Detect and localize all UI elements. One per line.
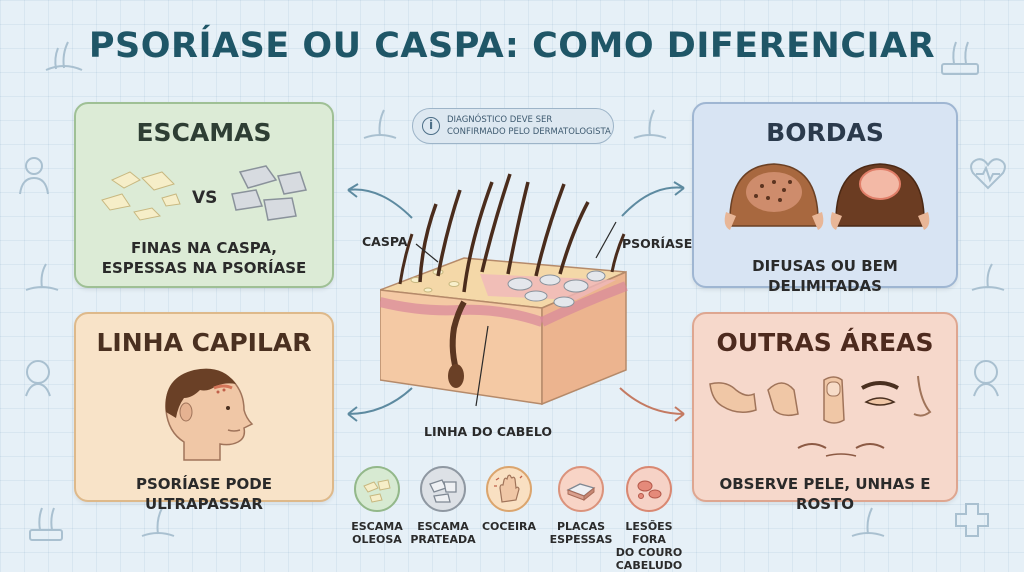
scalp-borders-icon — [724, 163, 930, 230]
legend-item-coceira: COCEIRA — [474, 466, 544, 533]
card-linha-capilar: LINHA CAPILAR PSORÍASE PODE ULTRAPASSAR — [74, 312, 334, 513]
hair-follicle-icon — [851, 507, 885, 537]
hair-follicle-icon — [363, 109, 397, 139]
card-title: LINHA CAPILAR — [96, 328, 312, 357]
card-bordas: BORDAS DIFUSAS OU BEM DELIMITADAS — [692, 102, 958, 295]
page-title: PSORÍASE OU CASPA: COMO DIFERENCIAR — [88, 26, 936, 66]
card-caption-line-2: ESPESSAS NA PSORÍASE — [101, 259, 307, 277]
hair-follicle-icon — [633, 109, 667, 139]
legend-label-line-1: PLACAS — [556, 520, 606, 533]
oily-scale-icon — [354, 466, 400, 512]
thick-plaque-icon — [558, 466, 604, 512]
lesion-icon — [626, 466, 672, 512]
scales-comparison-icon — [101, 165, 307, 221]
cross-icon — [955, 503, 989, 537]
legend-label-line-1: ESCAMA — [417, 520, 469, 533]
label-caspa: CASPA — [362, 234, 408, 249]
legend-item-placas-espessas: PLACAS ESPESSAS — [546, 466, 616, 546]
arrow-to-outras-areas — [619, 387, 685, 422]
card-escamas: ESCAMAS VS FINAS NA CASPA, ESPESSAS NA P… — [74, 102, 334, 288]
legend-label-line-2: DO COURO — [615, 546, 683, 559]
body-areas-icon — [709, 375, 932, 457]
itch-hand-icon — [486, 466, 532, 512]
arrow-to-bordas — [621, 181, 685, 217]
hair-follicle-icon — [25, 263, 59, 291]
arrow-to-linha-capilar — [347, 387, 413, 422]
info-icon: i — [422, 117, 440, 135]
card-caption: OBSERVE PELE, UNHAS E ROSTO — [719, 475, 931, 513]
hair-follicle-icon — [29, 507, 63, 541]
hair-follicle-icon — [941, 41, 979, 75]
note-text: DIAGNÓSTICO DEVE SER CONFIRMADO PELO DER… — [447, 115, 611, 137]
card-title: ESCAMAS — [136, 118, 272, 147]
legend-label-line-2: OLEOSA — [352, 533, 402, 546]
legend-item-escama-prateada: ESCAMA PRATEADA — [408, 466, 478, 546]
scalp-cross-section-illustration — [380, 173, 628, 407]
legend-label-line-2: PRATEADA — [410, 533, 476, 546]
heart-pulse-icon — [970, 158, 1006, 190]
legend-label-line-3: CABELUDO — [615, 559, 683, 572]
legend-label-line-2: ESPESSAS — [549, 533, 613, 546]
arrow-to-escamas — [347, 183, 413, 219]
head-profile-icon — [165, 368, 254, 461]
card-outras-areas: OUTRAS ÁREAS OBSERVE PELE, UNHAS E ROSTO — [692, 312, 958, 513]
legend-item-lesoes: LESÕES FORA DO COURO CABELUDO — [614, 466, 684, 572]
hair-follicle-icon — [971, 263, 1005, 291]
card-caption: PSORÍASE PODE ULTRAPASSAR — [135, 475, 272, 513]
doctor-icon — [19, 157, 49, 195]
card-title: BORDAS — [766, 118, 884, 147]
legend-item-escama-oleosa: ESCAMA OLEOSA — [342, 466, 412, 546]
hair-follicle-icon — [45, 41, 83, 71]
vs-label: VS — [192, 188, 218, 208]
face-profile-icon — [25, 360, 51, 397]
dermatologist-note: i DIAGNÓSTICO DEVE SER CONFIRMADO PELO D… — [412, 108, 614, 144]
silver-scale-icon — [420, 466, 466, 512]
legend-label-line-1: COCEIRA — [481, 520, 537, 533]
card-caption-line-1: FINAS NA CASPA, — [130, 239, 278, 257]
hair-follicle-icon — [141, 507, 175, 537]
card-caption: DIFUSAS OU BEM DELIMITADAS — [752, 257, 898, 295]
legend-label-line-1: LESÕES FORA — [625, 520, 673, 546]
legend-label-line-1: ESCAMA — [351, 520, 403, 533]
label-psoriase: PSORÍASE — [622, 236, 693, 251]
card-title: OUTRAS ÁREAS — [716, 328, 934, 357]
label-linha-do-cabelo: LINHA DO CABELO — [424, 424, 552, 439]
face-profile-icon — [973, 360, 999, 397]
